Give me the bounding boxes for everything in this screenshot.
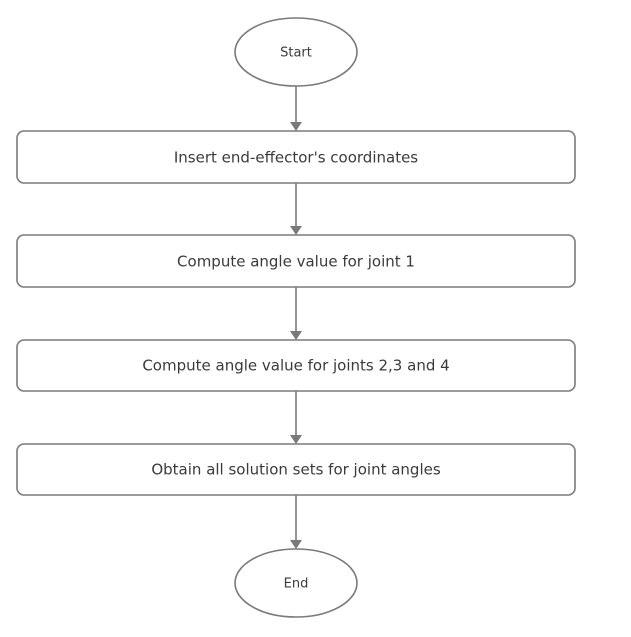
arrow-head-step-4 [290,435,302,444]
connectors [290,86,302,549]
arrow-head-end [290,540,302,549]
process-box-1 [16,130,576,184]
arrow-head-step-1 [290,122,302,131]
process-step-1: Insert end-effector's coordinates [16,130,576,184]
process-step-2: Compute angle value for joint 1 [16,234,576,288]
end-label: End [284,577,309,592]
process-box-4 [16,443,576,496]
process-label-1: Insert end-effector's coordinates [174,149,418,167]
process-label-3: Compute angle value for joints 2,3 and 4 [142,357,449,375]
process-label-4: Obtain all solution sets for joint angle… [151,461,440,479]
start-label: Start [280,46,312,61]
process-step-4: Obtain all solution sets for joint angle… [16,443,576,496]
process-box-2 [16,234,576,288]
arrow-head-step-2 [290,226,302,235]
end-terminal: End [234,548,358,618]
end-ellipse [234,548,358,618]
process-step-3: Compute angle value for joints 2,3 and 4 [16,339,576,392]
start-terminal: Start [234,17,358,87]
process-box-3 [16,339,576,392]
start-ellipse [234,17,358,87]
process-label-2: Compute angle value for joint 1 [177,253,415,271]
arrow-head-step-3 [290,331,302,340]
